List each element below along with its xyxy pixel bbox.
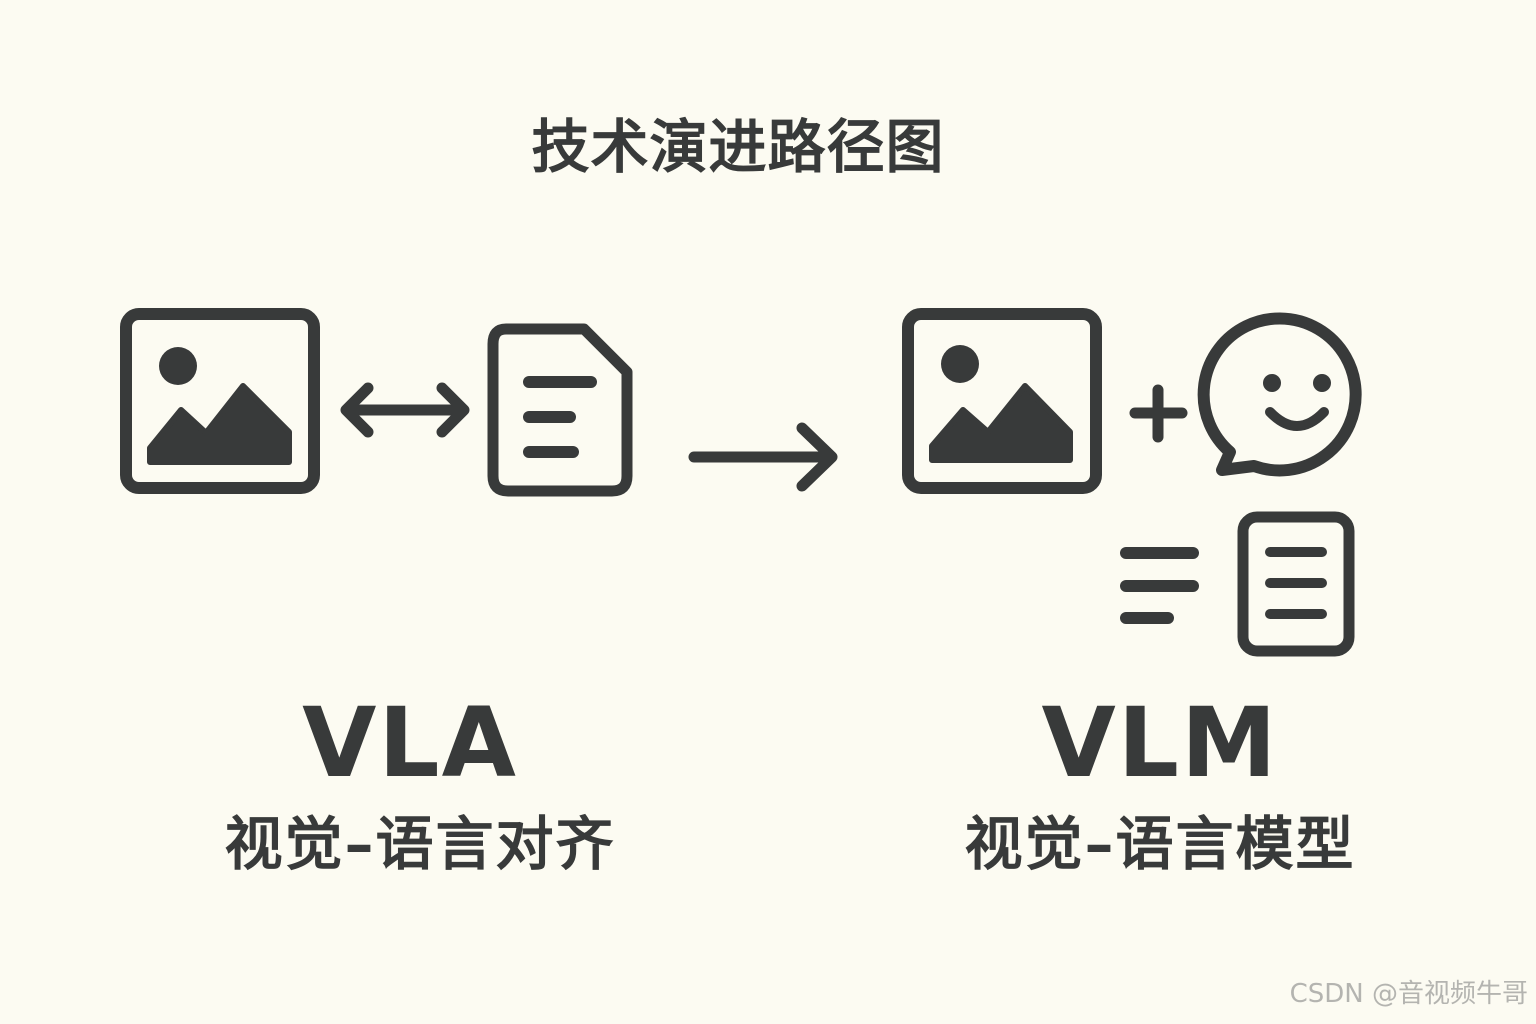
vlm-image-icon — [902, 308, 1102, 494]
chat-bubble-icon — [1197, 312, 1362, 477]
vlm-subtitle: 视觉–语言模型 — [964, 810, 1356, 878]
double-arrow-icon — [340, 382, 470, 438]
plus-icon — [1129, 384, 1188, 443]
vlm-title: VLM — [1041, 687, 1279, 799]
right-arrow-icon — [688, 422, 838, 492]
watermark: CSDN @音视频牛哥 — [1289, 979, 1528, 1009]
vlm-document-icon — [1237, 511, 1355, 657]
equals-icon — [1120, 547, 1199, 624]
vla-subtitle: 视觉–语言对齐 — [224, 810, 616, 878]
vla-title: VLA — [302, 687, 518, 799]
vla-image-icon — [120, 308, 320, 494]
diagram-title: 技术演进路径图 — [531, 113, 945, 181]
vla-document-icon — [487, 323, 633, 497]
